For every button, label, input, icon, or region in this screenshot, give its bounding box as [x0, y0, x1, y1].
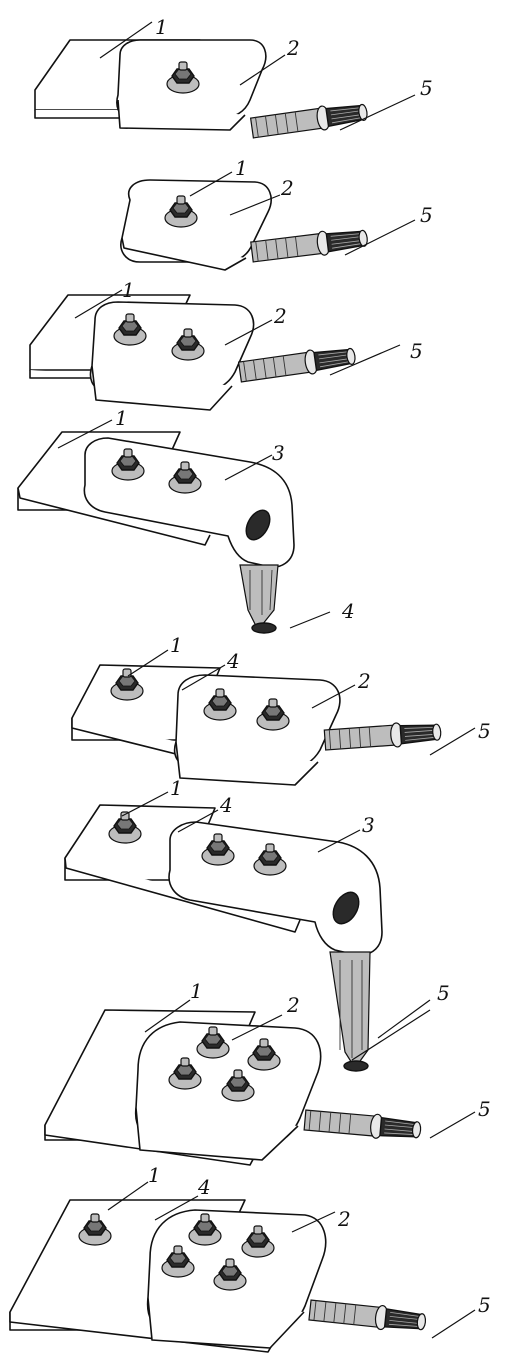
assembly-5: 1 4 2 5 — [71, 633, 491, 786]
label-5-a7: 5 — [478, 1097, 491, 1121]
assembly-4: 1 3 4 — [17, 406, 355, 634]
assembly-7: 1 2 5 — [44, 979, 491, 1166]
label-2-a1: 2 — [286, 36, 300, 60]
label-4-a6: 4 — [219, 793, 233, 817]
label-2-a7: 2 — [286, 993, 300, 1017]
assembly-6: 1 4 3 5 — [64, 776, 450, 1072]
label-1-a4: 1 — [115, 406, 128, 430]
label-1-a1: 1 — [155, 15, 168, 39]
label-5-a3: 5 — [410, 339, 423, 363]
label-2-a2: 2 — [280, 176, 294, 200]
angle-lug-6 — [168, 821, 383, 956]
label-5-a1: 5 — [420, 76, 433, 100]
label-1-a8: 1 — [148, 1163, 161, 1187]
angle-lug-4 — [83, 437, 295, 568]
label-1-a2: 1 — [235, 156, 248, 180]
label-5-a5: 5 — [478, 719, 491, 743]
label-2-a8: 2 — [337, 1207, 351, 1231]
label-5-a2: 5 — [420, 203, 433, 227]
label-2-a3: 2 — [273, 304, 287, 328]
label-3-a4: 3 — [272, 441, 285, 465]
label-2-a5: 2 — [357, 669, 371, 693]
label-5-a8: 5 — [478, 1293, 491, 1317]
label-1-a5: 1 — [170, 633, 183, 657]
label-4-a5: 4 — [226, 649, 240, 673]
assembly-3: 1 2 5 — [29, 278, 423, 411]
assembly-1: 1 2 5 — [34, 15, 433, 141]
label-1-a3: 1 — [122, 278, 135, 302]
label-3-a6: 3 — [362, 813, 375, 837]
label-5-a6: 5 — [437, 981, 450, 1005]
label-1-a7: 1 — [190, 979, 203, 1003]
assembly-8: 1 4 2 5 — [9, 1163, 491, 1353]
label-4-a4: 4 — [341, 599, 355, 623]
label-4-a8: 4 — [197, 1175, 211, 1199]
label-1-a6: 1 — [170, 776, 183, 800]
assembly-2: 1 2 5 — [120, 156, 433, 271]
